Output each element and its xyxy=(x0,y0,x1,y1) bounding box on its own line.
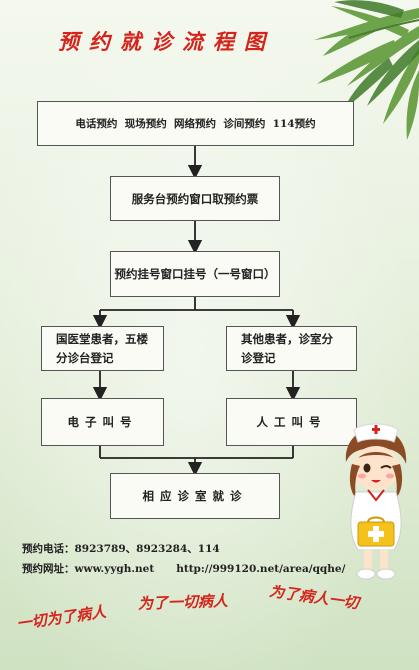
slogan-part-1: 一切为了病人 xyxy=(16,603,109,633)
manual-call-text: 人工叫号 xyxy=(256,415,327,429)
website-value-2[interactable]: http://999120.net/area/qqhe/ xyxy=(176,563,346,575)
booking-phone-line: 预约电话：8923789、8923284、114 xyxy=(22,541,220,556)
electronic-call-text: 电子叫号 xyxy=(67,415,138,429)
other-patients-text: 其他患者，诊室分诊登记 xyxy=(241,331,333,365)
tcm-patients-text: 国医堂患者，五楼分诊台登记 xyxy=(56,331,148,365)
booking-website-line: 预约网址：www.yygh.net http://999120.net/area/… xyxy=(22,561,345,576)
slogan-part-2: 为了一切病人 xyxy=(138,592,230,613)
consult-text: 相应诊室就诊 xyxy=(142,489,248,503)
consult-box: 相应诊室就诊 xyxy=(110,473,280,519)
nurse-cartoon xyxy=(345,423,407,580)
get-ticket-box: 服务台预约窗口取预约票 xyxy=(110,176,280,221)
page-title: 预约就诊流程图 xyxy=(58,29,275,54)
get-ticket-text: 服务台预约窗口取预约票 xyxy=(131,191,259,206)
booking-methods-box: 电话预约 现场预约 网络预约 诊间预约 114预约 xyxy=(37,101,354,146)
bamboo-leaves xyxy=(314,0,419,140)
slogan-part-3: 为了病人一切 xyxy=(268,585,363,613)
slogan: 一切为了病人 为了一切病人 为了病人一切 xyxy=(16,585,363,633)
phone-value: 8923789、8923284、114 xyxy=(74,543,220,555)
register-box: 预约挂号窗口挂号（一号窗口） xyxy=(110,251,280,297)
electronic-call-box: 电子叫号 xyxy=(41,398,164,446)
phone-label: 预约电话： xyxy=(22,543,75,555)
other-patients-box: 其他患者，诊室分诊登记 xyxy=(226,326,357,371)
website-value-1[interactable]: www.yygh.net xyxy=(74,563,155,575)
tcm-patients-box: 国医堂患者，五楼分诊台登记 xyxy=(41,326,164,371)
website-label: 预约网址： xyxy=(22,563,75,575)
manual-call-box: 人工叫号 xyxy=(226,398,357,446)
booking-methods-text: 电话预约 现场预约 网络预约 诊间预约 114预约 xyxy=(75,118,316,130)
register-text: 预约挂号窗口挂号（一号窗口） xyxy=(114,267,276,281)
